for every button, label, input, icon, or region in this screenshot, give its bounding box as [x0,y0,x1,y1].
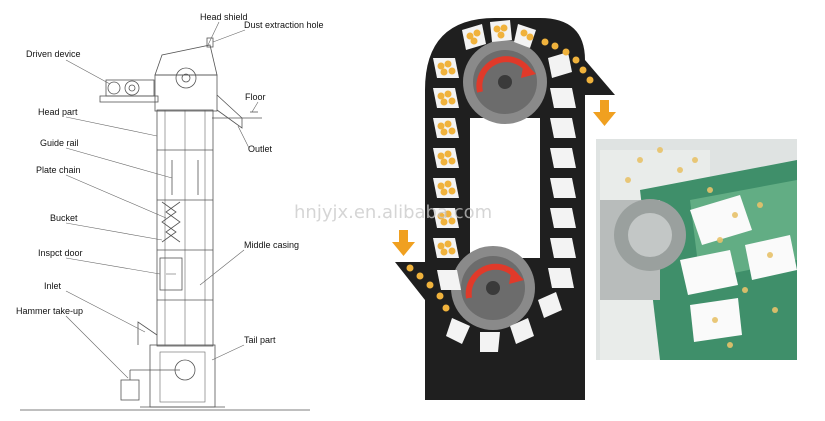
watermark-text: hnjyjx.en.alibaba.com [294,202,492,223]
machine-photo [596,139,797,360]
inner-window [470,118,540,258]
label-outlet: Outlet [248,144,273,154]
plate-chain [161,201,177,243]
label-head-part: Head part [38,107,78,117]
inlet-flow-arrow [392,230,415,256]
inlet-lip [395,262,425,300]
label-inlet: Inlet [44,281,62,291]
photo-grains [625,147,778,348]
label-plate-chain: Plate chain [36,165,81,175]
inlet-chute [137,321,158,345]
label-middle-casing: Middle casing [244,240,299,250]
bottom-buckets [446,292,562,352]
top-rotation-arrow [476,56,531,93]
hammer-weight [120,379,140,401]
head-shield [154,44,218,76]
head-part [154,74,218,112]
technical-drawing: Head shield Dust extraction hole Driven … [16,12,324,411]
right-buckets [548,52,576,288]
dust-hole [206,37,214,48]
bottom-rotation-arrow [465,263,519,299]
label-head-shield: Head shield [200,12,248,22]
tail-inner [159,351,206,403]
label-driven-device: Driven device [26,49,81,59]
grains-left [437,60,456,256]
head-pulley [175,67,197,89]
photo-buckets [680,195,797,342]
label-hammer-take-up: Hammer take-up [16,306,83,316]
elevator-schematic [392,18,616,400]
label-inspect-door: Inspct door [38,248,83,258]
label-dust-hole: Dust extraction hole [244,20,324,30]
outlet-chute [216,94,243,129]
label-floor: Floor [245,92,266,102]
grains-discharge [541,38,594,84]
label-tail-part: Tail part [244,335,276,345]
label-bucket: Bucket [50,213,78,223]
label-guide-rail: Guide rail [40,138,79,148]
grains-inlet [406,264,450,312]
outlet-flow-arrow [593,100,616,126]
